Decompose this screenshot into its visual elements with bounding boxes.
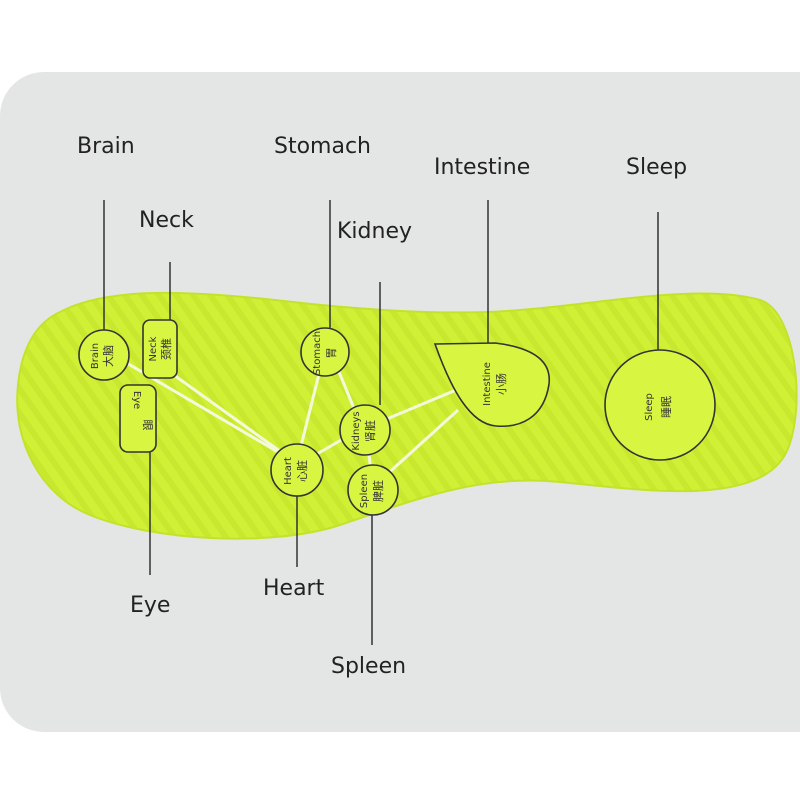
heart-zone-text-en: Heart [283,457,294,485]
spleen-zone [347,464,399,516]
intestine-zone [433,342,550,428]
insole-shape [16,291,798,540]
sleep-zone [604,349,716,461]
stomach-zone-text-cn: 胃 [325,348,338,359]
spleen-zone-text-cn: 脾脏 [371,480,385,502]
kidney-zone [339,404,391,456]
eye-zone-text-cn: 眼 [141,420,154,431]
stomach-zone [300,327,350,377]
neck-zone-text-cn: 颈椎 [159,338,173,360]
neck-zone [142,319,178,379]
kidney-zone-text-cn: 肾脏 [364,420,377,442]
zone-inner-texts: Brain 大脑 Neck 颈椎 Eye 眼 Stomach 胃 [90,331,673,508]
sleep-zone-text-en: Sleep [644,393,655,421]
intestine-zone-text-en: Intestine [482,362,493,406]
label-sleep: Sleep [626,155,687,180]
label-neck: Neck [139,208,194,233]
label-kidney: Kidney [337,219,412,244]
heart-zone-text-cn: 心脏 [296,460,309,482]
label-brain: Brain [77,134,135,159]
leader-lines [103,200,659,645]
spleen-zone-text-en: Spleen [359,474,370,508]
zone-shapes [78,319,716,516]
eye-zone-text-en: Eye [131,391,142,409]
label-stomach: Stomach [274,134,371,159]
label-heart: Heart [263,576,325,601]
label-intestine: Intestine [434,155,530,180]
brain-zone-text-cn: 大脑 [101,345,115,367]
intestine-zone-text-cn: 小肠 [495,373,508,395]
eye-zone [119,384,157,453]
stomach-zone-text-en: Stomach [312,331,323,375]
zone-labels: Brain Neck Stomach Kidney Intestine Slee… [77,134,687,679]
brain-zone-text-en: Brain [90,343,101,369]
kidney-zone-text-en: Kidneys [351,411,362,450]
sleep-zone-text-cn: 睡眠 [660,396,673,418]
label-eye: Eye [130,593,170,618]
neck-zone-text-en: Neck [148,336,159,361]
label-spleen: Spleen [331,654,406,679]
